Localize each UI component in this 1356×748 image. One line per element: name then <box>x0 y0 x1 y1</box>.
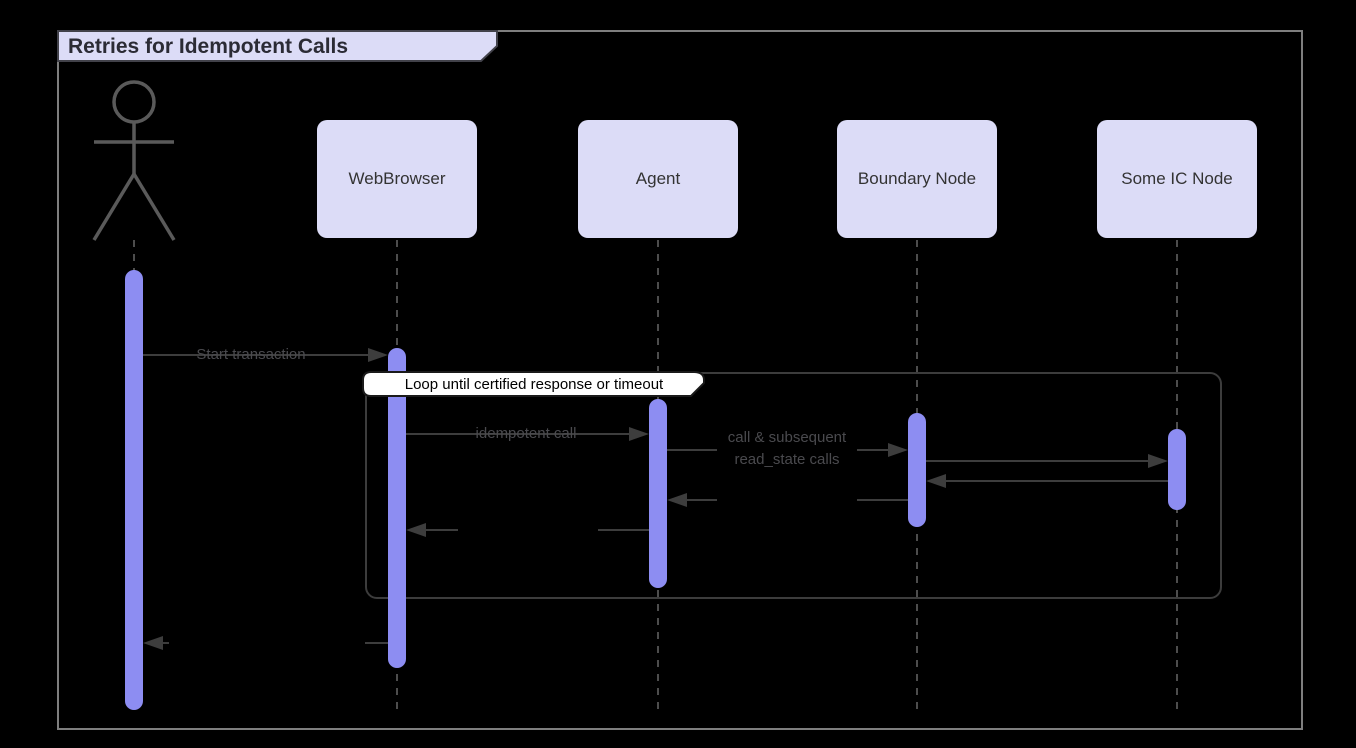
arrowhead-right-icon <box>888 443 908 457</box>
activation-some-ic-node <box>1168 429 1186 510</box>
message-label-start-transaction: Start transaction <box>196 346 306 363</box>
message-label-call-subsequent-line1: call & subsequent <box>727 429 847 446</box>
activation-actor <box>125 270 143 710</box>
loop-label-box <box>362 371 705 397</box>
message-line-boundary-to-agent <box>857 499 908 501</box>
message-line-boundary-to-agent <box>687 499 717 501</box>
arrowhead-right-icon <box>629 427 649 441</box>
message-line-call-subsequent <box>857 449 888 451</box>
message-line-web-to-actor <box>163 642 169 644</box>
participant-label: Boundary Node <box>857 169 977 188</box>
participant-agent: Agent <box>578 120 738 238</box>
participant-label: WebBrowser <box>348 169 446 188</box>
activation-boundary-node <box>908 413 926 527</box>
arrowhead-left-icon <box>406 523 426 537</box>
participant-webbrowser: WebBrowser <box>317 120 477 238</box>
message-label-call-subsequent-line2: read_state calls <box>734 451 840 468</box>
diagram-title: Retries for Idempotent Calls <box>68 35 349 58</box>
arrowhead-left-icon <box>926 474 946 488</box>
participant-label: Agent <box>635 169 681 188</box>
participant-boundary-node: Boundary Node <box>837 120 997 238</box>
activation-agent <box>649 399 667 588</box>
arrowhead-right-icon <box>368 348 388 362</box>
arrowhead-left-icon <box>667 493 687 507</box>
actor-icon <box>92 80 176 241</box>
message-line-ic-to-boundary <box>946 480 1168 482</box>
message-line-call-subsequent <box>667 449 717 451</box>
message-label-idempotent-call: idempotent call <box>475 425 577 442</box>
message-line-web-to-actor <box>365 642 388 644</box>
message-line-agent-to-web <box>598 529 649 531</box>
message-line-agent-to-web <box>426 529 458 531</box>
arrowhead-left-icon <box>143 636 163 650</box>
loop-frame <box>365 372 1222 599</box>
diagram-frame <box>57 30 1303 730</box>
participant-some-ic-node: Some IC Node <box>1097 120 1257 238</box>
message-line-start-transaction <box>143 354 368 356</box>
message-line-idempotent-call <box>406 433 629 435</box>
arrowhead-right-icon <box>1148 454 1168 468</box>
diagram-title-box <box>57 30 498 62</box>
participant-label: Some IC Node <box>1121 169 1233 188</box>
activation-webbrowser <box>388 348 406 668</box>
loop-label: Loop until certified response or timeout <box>404 376 664 393</box>
message-line-boundary-to-ic <box>926 460 1148 462</box>
